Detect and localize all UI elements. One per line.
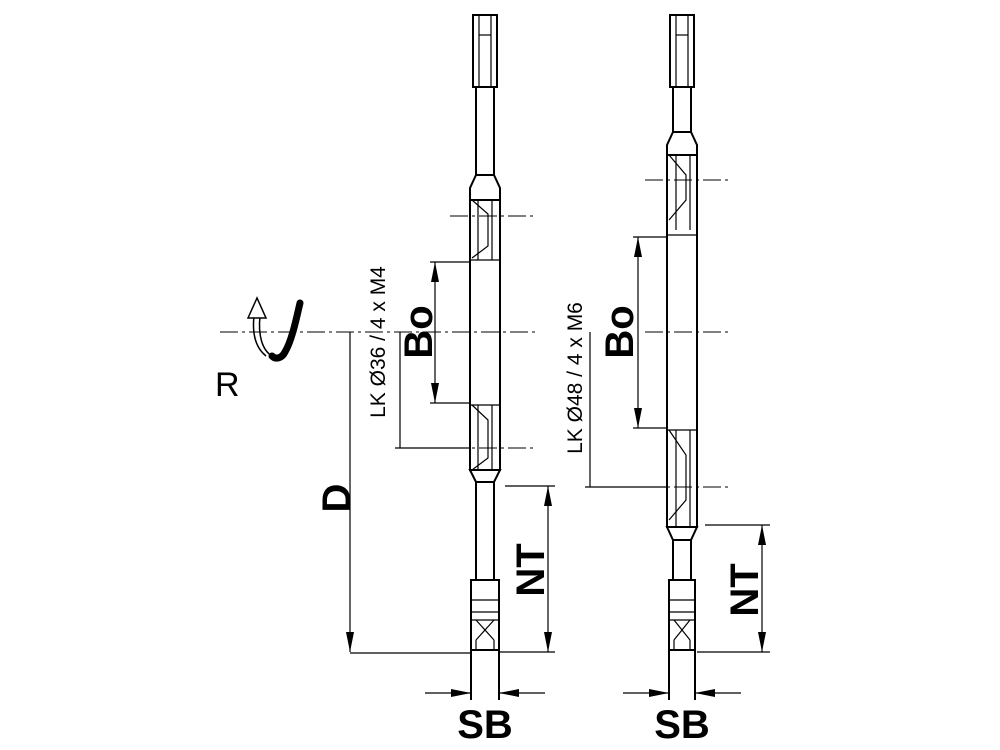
- dimension-lk-right: [585, 332, 667, 488]
- lk-label-left: LK Ø36 / 4 x M4: [367, 266, 390, 418]
- right-tool-neck: [672, 86, 692, 133]
- right-tool-shank: [669, 14, 695, 88]
- dimension-lk-left: [395, 332, 470, 449]
- dimension-bo-left: [430, 261, 470, 404]
- dimension-d: [346, 332, 470, 654]
- left-tool: [468, 14, 502, 700]
- center-lines: [220, 179, 730, 488]
- depth-label: D: [315, 484, 359, 513]
- rotation-arrow-icon: [246, 296, 304, 362]
- bore-label-left: Bo: [397, 305, 441, 358]
- dimension-sb-left: [425, 689, 545, 697]
- left-tool-tip: [470, 579, 500, 651]
- right-tool-body: [666, 154, 698, 528]
- left-tool-body: [469, 199, 501, 471]
- tip-label-left: NT: [509, 543, 553, 596]
- left-tool-shank: [472, 14, 498, 88]
- dimension-bo-right: [633, 236, 667, 429]
- width-label-right: SB: [654, 703, 710, 747]
- tip-label-right: NT: [723, 563, 767, 616]
- dimension-nt-right: [697, 524, 770, 653]
- rotation-label: R: [215, 366, 240, 404]
- right-tool-tip: [668, 579, 696, 651]
- right-tool: [665, 14, 699, 700]
- lk-label-right: LK Ø48 / 4 x M6: [564, 302, 587, 454]
- width-label-left: SB: [457, 703, 513, 747]
- dimension-sb-right: [623, 689, 741, 697]
- left-tool-neck: [475, 86, 495, 176]
- dimension-nt-left: [500, 485, 555, 653]
- bore-label-right: Bo: [598, 305, 642, 358]
